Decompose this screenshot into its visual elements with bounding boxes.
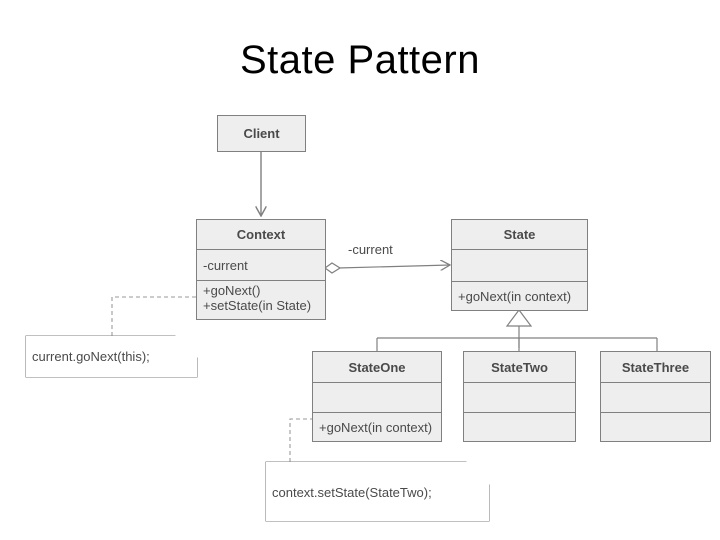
note-current-gonext[interactable]: current.goNext(this);	[26, 336, 197, 377]
uml-class-state-three[interactable]: StateThree	[600, 351, 711, 442]
class-operations-state: +goNext(in context)	[452, 281, 587, 310]
connector-note-context-setstate	[289, 418, 312, 462]
class-name-state-three: StateThree	[621, 359, 690, 375]
class-attributes-state	[452, 249, 587, 281]
page-title: State Pattern	[240, 38, 480, 82]
uml-class-state-two[interactable]: StateTwo	[463, 351, 576, 442]
connector-generalization-bus	[376, 309, 658, 351]
operation-setstate: +setState(in State)	[203, 298, 312, 314]
note-text-context-setstate: context.setState(StateTwo);	[272, 485, 432, 500]
class-attributes-state-three	[601, 382, 710, 412]
inheritance-triangle	[505, 309, 533, 327]
uml-class-context[interactable]: Context -current +goNext() +setState(in …	[196, 219, 326, 320]
class-attributes-state-one	[313, 382, 441, 412]
class-attributes-context: -current	[197, 249, 325, 280]
note-text-current-gonext: current.goNext(this);	[32, 349, 150, 364]
class-operations-state-three	[601, 412, 710, 441]
class-name-state-one: StateOne	[348, 359, 406, 375]
class-name-state-two: StateTwo	[491, 359, 548, 375]
uml-class-state-one[interactable]: StateOne +goNext(in context)	[312, 351, 442, 442]
connector-note-current-gonext	[111, 296, 196, 336]
uml-class-client[interactable]: Client	[217, 115, 306, 152]
class-operations-state-two	[464, 412, 575, 441]
note-context-setstate[interactable]: context.setState(StateTwo);	[266, 462, 489, 521]
uml-class-state[interactable]: State +goNext(in context)	[451, 219, 588, 311]
connector-context-to-state	[323, 262, 450, 274]
class-name-client: Client	[243, 126, 280, 141]
operation-gonext: +goNext()	[203, 283, 261, 298]
class-operations-context: +goNext() +setState(in State)	[197, 280, 325, 319]
aggregation-diamond	[323, 262, 342, 274]
association-label-current: -current	[348, 242, 393, 257]
class-attributes-state-two	[464, 382, 575, 412]
class-operations-state-one: +goNext(in context)	[313, 412, 441, 441]
class-name-context: Context	[236, 227, 286, 242]
class-name-state: State	[503, 227, 536, 242]
